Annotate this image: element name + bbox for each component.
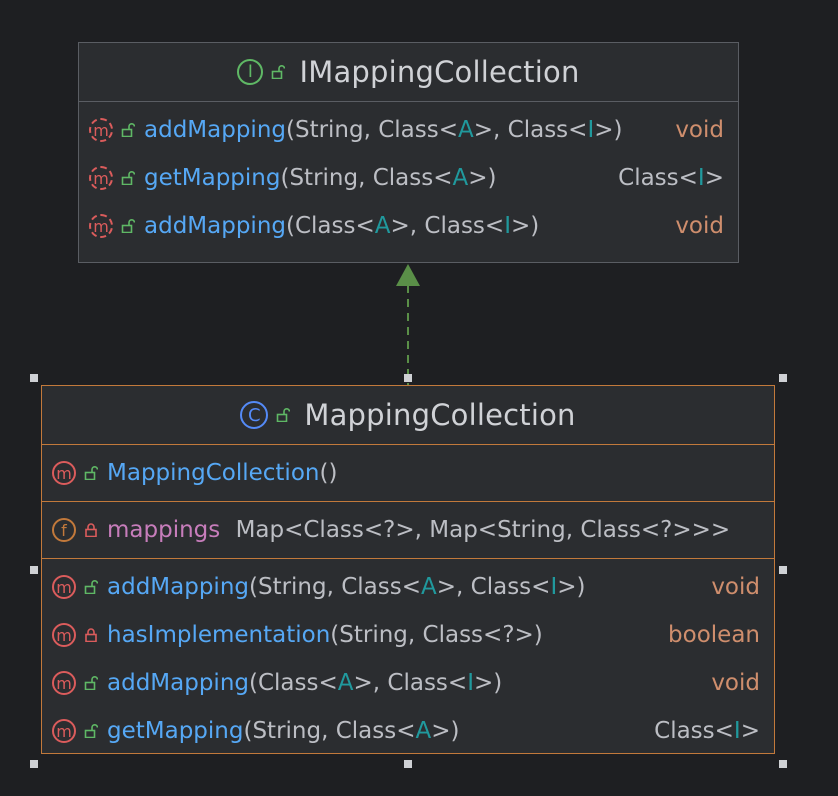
fields-section: f mappings Map<Class<?>, Map<String, Cla… (42, 502, 774, 559)
type-param: I (550, 574, 558, 600)
public-lock-icon (121, 171, 135, 185)
type-param: I (467, 670, 474, 696)
method-params: >) (557, 574, 586, 600)
method-params: >) (473, 670, 503, 696)
field-type: Map<Class<?>, Map<String, Class<?>>> (235, 517, 731, 543)
resize-handle-bottom-right[interactable] (779, 760, 787, 768)
method-params: >, Class< (473, 117, 588, 143)
public-lock-icon (84, 466, 98, 480)
class-header[interactable]: C MappingCollection (42, 386, 774, 445)
method-icon: m (52, 575, 76, 599)
field-row[interactable]: f mappings Map<Class<?>, Map<String, Cla… (42, 506, 774, 554)
abstract-method-icon: m (89, 118, 113, 142)
public-lock-icon (84, 676, 98, 690)
method-name: getMapping (107, 718, 244, 744)
return-type: void (675, 213, 724, 239)
resize-handle-top-left[interactable] (30, 374, 38, 382)
field-icon: f (52, 518, 76, 542)
method-icon: m (52, 671, 76, 695)
method-name: addMapping (144, 117, 286, 143)
method-params: (Class< (249, 670, 338, 696)
public-lock-icon (84, 580, 98, 594)
return-type: Class<I> (618, 165, 724, 191)
type-param: A (452, 165, 469, 191)
public-lock-icon (121, 123, 135, 137)
type-param: A (415, 718, 432, 744)
method-params: (String, Class<?>) (330, 622, 543, 648)
return-type: void (675, 117, 724, 143)
class-box[interactable]: C MappingCollection m MappingCollection(… (41, 385, 775, 754)
interface-icon: I (237, 59, 264, 85)
public-lock-icon (121, 219, 135, 233)
method-params: >, Class< (390, 213, 505, 239)
return-type: boolean (668, 622, 760, 648)
type-param: A (458, 117, 474, 143)
method-params: (Class< (286, 213, 375, 239)
return-type: void (711, 670, 760, 696)
interface-method-row[interactable]: m addMapping(String, Class<A>, Class<I>)… (79, 106, 738, 154)
return-type: void (711, 574, 760, 600)
class-title: MappingCollection (304, 398, 576, 432)
class-method-row[interactable]: m getMapping(String, Class<A>) Class<I> (42, 707, 774, 755)
constructor-params: () (319, 460, 338, 486)
resize-handle-middle-left[interactable] (30, 566, 38, 574)
interface-header[interactable]: I IMappingCollection (79, 43, 738, 102)
method-params: (String, Class< (249, 574, 422, 600)
interface-title: IMappingCollection (299, 55, 580, 89)
interface-method-row[interactable]: m getMapping(String, Class<A>) Class<I> (79, 154, 738, 202)
constructors-section: m MappingCollection() (42, 445, 774, 502)
method-name: getMapping (144, 165, 281, 191)
type-param: I (587, 117, 595, 143)
realization-arrowhead (396, 264, 420, 286)
abstract-method-icon: m (89, 214, 113, 238)
method-params: >) (468, 165, 497, 191)
interface-method-row[interactable]: m addMapping(Class<A>, Class<I>) void (79, 202, 738, 250)
resize-handle-top-right[interactable] (779, 374, 787, 382)
abstract-method-icon: m (89, 166, 113, 190)
method-icon: m (52, 623, 76, 647)
private-lock-icon (85, 628, 97, 642)
method-name: addMapping (107, 670, 249, 696)
resize-handle-top-center[interactable] (404, 374, 412, 382)
type-param: I (504, 213, 511, 239)
return-type: Class<I> (654, 718, 760, 744)
type-param: A (374, 213, 391, 239)
method-name: addMapping (144, 213, 286, 239)
method-name: hasImplementation (107, 622, 331, 648)
method-params: >) (510, 213, 540, 239)
method-params: >) (431, 718, 460, 744)
private-lock-icon (85, 523, 97, 537)
resize-handle-bottom-center[interactable] (404, 760, 412, 768)
class-icon: C (240, 401, 269, 429)
method-icon: m (52, 719, 76, 743)
type-param: A (421, 574, 437, 600)
method-params: (String, Class< (280, 165, 453, 191)
public-lock-icon (84, 724, 98, 738)
constructor-name: MappingCollection (107, 460, 320, 486)
resize-handle-middle-right[interactable] (779, 566, 787, 574)
class-method-row[interactable]: m addMapping(String, Class<A>, Class<I>)… (42, 563, 774, 611)
type-param: A (337, 670, 354, 696)
interface-box[interactable]: I IMappingCollection m addMapping(String… (78, 42, 739, 263)
method-icon: m (52, 461, 76, 485)
class-method-row[interactable]: m addMapping(Class<A>, Class<I>) void (42, 659, 774, 707)
method-params: >, Class< (436, 574, 551, 600)
public-lock-icon (272, 65, 286, 79)
class-method-row[interactable]: m hasImplementation(String, Class<?>) bo… (42, 611, 774, 659)
method-params: >) (594, 117, 623, 143)
method-name: addMapping (107, 574, 249, 600)
resize-handle-bottom-left[interactable] (30, 760, 38, 768)
public-lock-icon (277, 408, 291, 422)
constructor-row[interactable]: m MappingCollection() (42, 449, 774, 497)
methods-section: m addMapping(String, Class<A>, Class<I>)… (42, 559, 774, 759)
method-params: (String, Class< (286, 117, 459, 143)
method-params: >, Class< (353, 670, 468, 696)
field-name: mappings (107, 517, 221, 543)
method-params: (String, Class< (243, 718, 416, 744)
